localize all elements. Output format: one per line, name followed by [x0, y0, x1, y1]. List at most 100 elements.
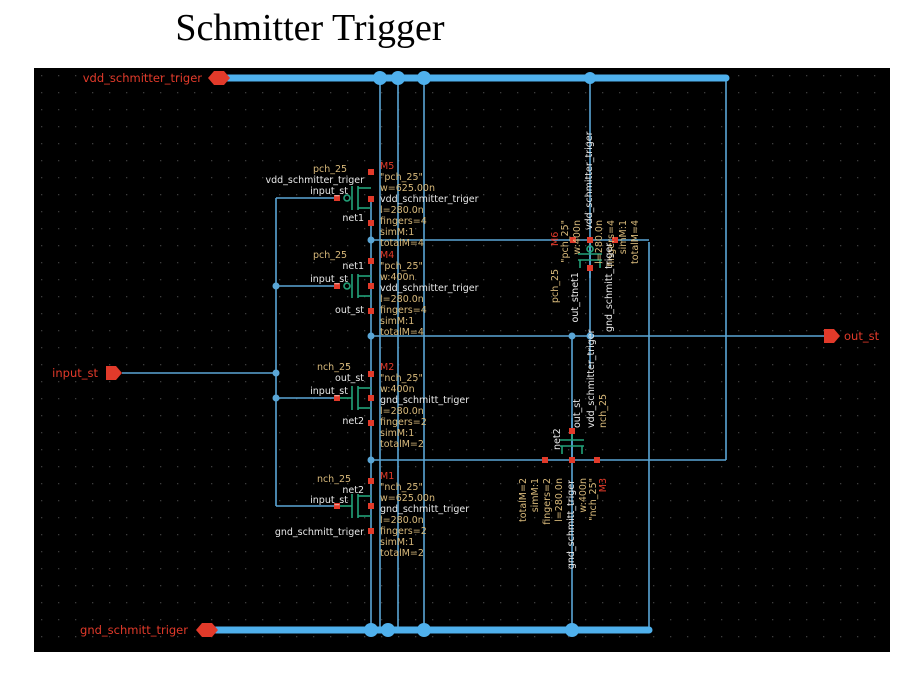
m4-symbol [343, 274, 371, 298]
m4-instance: M4 [380, 250, 394, 261]
pin-input-label: input_st [52, 366, 98, 380]
m4-src: out_st [335, 305, 364, 316]
bus-junctions [364, 71, 596, 637]
m3-terminals [542, 428, 600, 463]
m6-simm: simM:1 [618, 220, 629, 254]
m2-src: net2 [342, 416, 364, 427]
m6-w: w:400n [572, 220, 583, 255]
m6-symbol [578, 245, 602, 268]
m1-bulk: gnd_schmitt_triger [380, 504, 469, 515]
m2-w: w:400n [380, 384, 415, 395]
m5-model-q: "pch_25" [380, 172, 423, 183]
m5-simm: simM:1 [380, 227, 414, 238]
m2-terminals [334, 371, 374, 426]
m2-l: l=280.0n [380, 406, 424, 417]
m3-src: net2 [552, 428, 563, 450]
m2-fingers: fingers=2 [380, 417, 427, 428]
m3-l: l=280.0n [554, 478, 565, 522]
m3-model: nch_25 [598, 394, 609, 428]
m5-symbol [343, 186, 371, 210]
m5-instance: M5 [380, 161, 394, 172]
pin-gnd[interactable]: gnd_schmitt_triger [80, 623, 218, 637]
m1-w: w=625.00n [380, 493, 435, 504]
transistor-m1[interactable]: M1 nch_25 "nch_25" net2 w=625.00n input_… [275, 471, 469, 559]
wires [122, 78, 824, 630]
m5-gate: input_st [310, 186, 348, 197]
pin-gnd-label: gnd_schmitt_triger [80, 623, 188, 637]
m3-bulk: gnd_schmitt_triger [566, 480, 577, 569]
transistor-m3[interactable]: M3 "nch_25" nch_25 w:400n vdd_schmitter_… [518, 329, 609, 569]
m5-model: pch_25 [313, 164, 347, 175]
m4-terminals [334, 258, 374, 314]
m2-simm: simM:1 [380, 428, 414, 439]
m3-totalm: totalM=2 [518, 478, 529, 522]
page-title: Schmitter Trigger [175, 7, 445, 49]
m6-model: pch_25 [550, 269, 561, 303]
m5-w: w=625.00n [380, 183, 435, 194]
m1-totalm: totalM=2 [380, 548, 424, 559]
m2-gate: input_st [310, 386, 348, 397]
transistor-m6[interactable]: M6 "pch_25" pch_25 net1 w:400n vdd_schmi… [550, 131, 641, 332]
m6-bulk: vdd_schmitter_triger [584, 131, 595, 230]
pin-input[interactable]: input_st [52, 366, 122, 380]
pin-output-label: out_st [844, 329, 880, 343]
m2-totalm: totalM=2 [380, 439, 424, 450]
m3-instance: M3 [598, 478, 609, 492]
m2-model-q: "nch_25" [380, 373, 423, 384]
m6-fingers: fingers=4 [606, 220, 617, 267]
m1-fingers: fingers=2 [380, 526, 427, 537]
transistor-m2[interactable]: M2 nch_25 "nch_25" out_st w:400n input_s… [310, 362, 469, 450]
m4-w: w:400n [380, 272, 415, 283]
m2-model: nch_25 [317, 362, 351, 373]
m5-sub: vdd_schmitter_triger [380, 194, 479, 205]
m1-simm: simM:1 [380, 537, 414, 548]
m6-terminals [570, 237, 618, 271]
m1-symbol [340, 494, 371, 518]
m4-totalm: totalM=4 [380, 327, 424, 338]
m1-model-q: "nch_25" [380, 482, 423, 493]
m1-src: gnd_schmitt_triger [275, 527, 364, 538]
m3-w: w:400n [578, 478, 589, 513]
m1-model: nch_25 [317, 474, 351, 485]
m6-src: gnd_schmitt_triger [604, 243, 615, 332]
m6-totalm: totalM=4 [630, 220, 641, 264]
m2-bulk: gnd_schmitt_triger [380, 395, 469, 406]
m4-model: pch_25 [313, 250, 347, 261]
m5-fingers: fingers=4 [380, 216, 427, 227]
m6-model-q: "pch_25" [560, 220, 571, 263]
m1-l: l=280.0n [380, 515, 424, 526]
wire-junctions [272, 236, 594, 464]
m4-drain: net1 [342, 261, 364, 272]
m3-fingers: fingers=2 [542, 478, 553, 525]
m2-instance: M2 [380, 362, 394, 373]
m6-gate: out_st [570, 293, 581, 322]
m5-totalm: totalM=4 [380, 238, 424, 249]
m5-l: l=280.0n [380, 205, 424, 216]
m3-simm: simM:1 [530, 478, 541, 512]
m3-model-q: "nch_25" [588, 478, 599, 521]
transistor-m5[interactable]: M5 pch_25 "pch_25" vdd_schmitter_triger … [265, 161, 478, 249]
m6-instance: M6 [550, 232, 561, 246]
m6-l: l=280.0n [594, 220, 605, 264]
m5-bulk: vdd_schmitter_triger [265, 175, 364, 186]
grid-dots [34, 68, 890, 652]
schematic-canvas: vdd_schmitter_triger gnd_schmitt_triger … [34, 68, 890, 652]
m4-model-q: "pch_25" [380, 261, 423, 272]
m5-terminals [334, 169, 374, 226]
pin-vdd-label: vdd_schmitter_triger [83, 71, 203, 85]
transistor-m4[interactable]: M4 pch_25 "pch_25" net1 w:400n input_st … [310, 250, 478, 338]
m1-drain: net2 [342, 485, 364, 496]
m1-instance: M1 [380, 471, 394, 482]
pin-output[interactable]: out_st [824, 329, 880, 343]
m4-bulk: vdd_schmitter_triger [380, 283, 479, 294]
m1-gate: input_st [310, 495, 348, 506]
m1-terminals [334, 478, 374, 534]
m4-gate: input_st [310, 274, 348, 285]
m6-drain: net1 [570, 272, 581, 294]
m4-simm: simM:1 [380, 316, 414, 327]
m5-src: net1 [342, 213, 364, 224]
m2-symbol [340, 386, 371, 410]
m4-fingers: fingers=4 [380, 305, 427, 316]
pin-vdd[interactable]: vdd_schmitter_triger [83, 71, 230, 85]
m2-drain: out_st [335, 373, 364, 384]
